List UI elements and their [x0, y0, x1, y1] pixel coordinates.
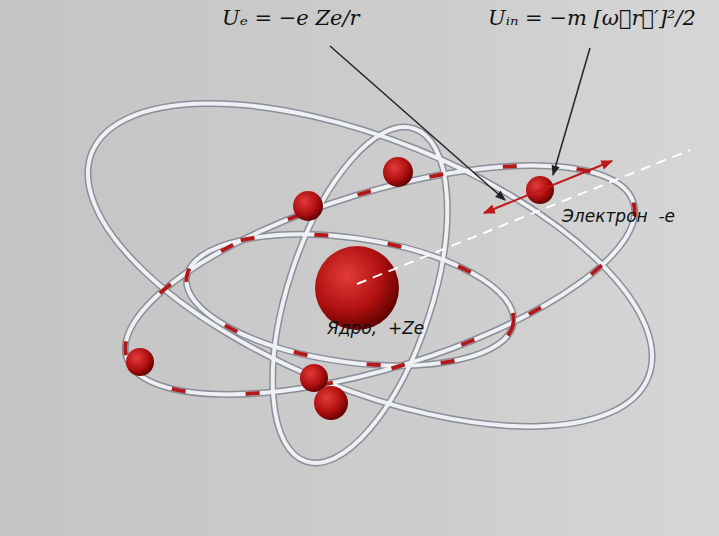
potential-formula: Uₑ = −e Ze/r — [222, 6, 360, 30]
nucleus-label: Ядро, +Ze — [327, 318, 424, 338]
orbits — [45, 37, 695, 494]
force-arrow — [484, 161, 612, 213]
leader-line — [330, 46, 505, 200]
electrons — [126, 157, 554, 420]
inertial-formula: Uᵢₙ = −m [ω⃗r⃗′]²/2 — [488, 6, 696, 30]
leader-line — [553, 48, 590, 175]
nucleus — [315, 246, 399, 330]
electron-label: Электрон -e — [562, 206, 675, 226]
radius-line — [357, 150, 690, 284]
